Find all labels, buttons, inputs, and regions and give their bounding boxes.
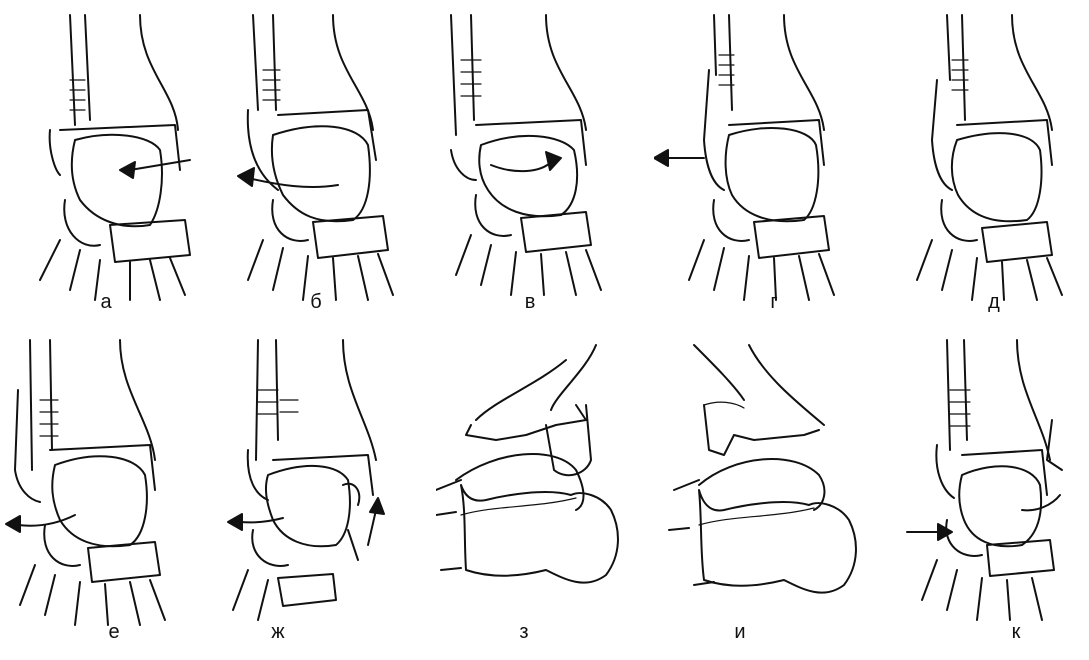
panel-label-h: з <box>494 622 554 642</box>
ankle-drawing-f <box>0 330 218 660</box>
panel-label-g: ж <box>248 622 308 642</box>
ankle-drawing-h <box>436 330 654 660</box>
panel-i: и <box>654 330 872 660</box>
panel-g: ж <box>218 330 436 660</box>
ankle-drawing-b <box>218 0 436 330</box>
panel-b: б <box>218 0 436 330</box>
ankle-drawing-i <box>654 330 872 660</box>
panel-label-e: д <box>964 292 1024 312</box>
panel-label-c: в <box>500 292 560 312</box>
panel-d: г <box>654 0 872 330</box>
ankle-drawing-a <box>0 0 218 330</box>
panel-label-j: к <box>986 622 1046 642</box>
panel-e: д <box>872 0 1089 330</box>
ankle-drawing-e <box>872 0 1089 330</box>
ankle-drawing-j <box>872 330 1089 660</box>
ankle-drawing-c <box>436 0 654 330</box>
panel-label-f: е <box>84 622 144 642</box>
panel-j: к <box>872 330 1089 660</box>
panel-label-i: и <box>710 622 770 642</box>
panel-h: з <box>436 330 654 660</box>
panel-label-b: б <box>286 292 346 312</box>
ankle-drawing-d <box>654 0 872 330</box>
panel-a: а <box>0 0 218 330</box>
panel-f: е <box>0 330 218 660</box>
panel-c: в <box>436 0 654 330</box>
panel-label-d: г <box>744 292 804 312</box>
ankle-drawing-g <box>218 330 436 660</box>
panel-label-a: а <box>76 292 136 312</box>
